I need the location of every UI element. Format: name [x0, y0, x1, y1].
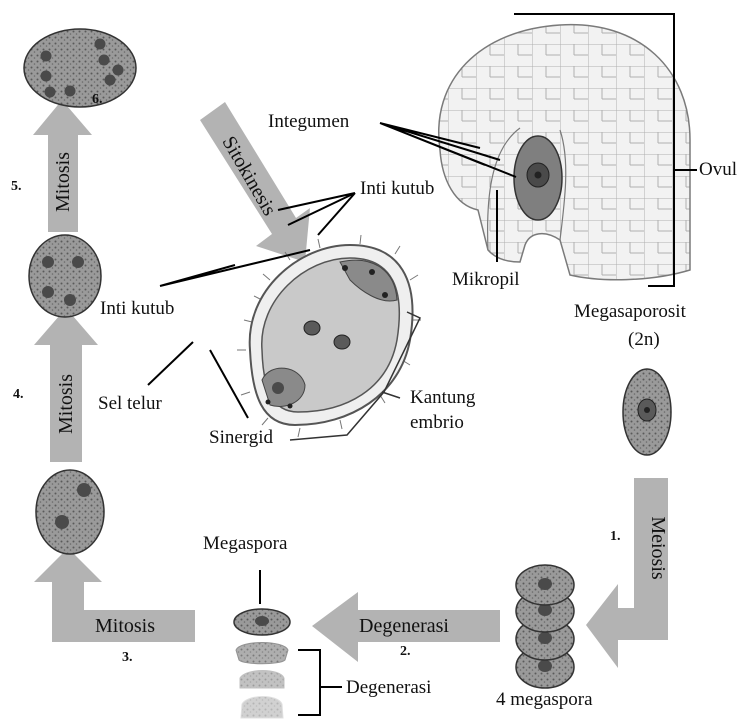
sinergid-line: [210, 350, 248, 418]
mikropil-label: Mikropil: [452, 270, 520, 289]
step-6: 6.: [92, 93, 103, 107]
megaspora-stack: [234, 609, 290, 718]
megaspora-label: Megaspora: [203, 534, 287, 553]
inti-kutub-left-label: Inti kutub: [100, 299, 174, 318]
ovul-label: Ovul: [699, 160, 737, 179]
integumen-label: Integumen: [268, 112, 349, 131]
megasporosit-label: Megasaporosit: [574, 302, 686, 321]
sel-telur-line: [148, 342, 193, 385]
megasporocyte-cell: [623, 369, 671, 455]
degenerasi-arrow-label: Degenerasi: [359, 616, 449, 636]
inti-kutub-top-label: Inti kutub: [360, 179, 434, 198]
four-megaspora-label: 4 megaspora: [496, 690, 593, 709]
four-megaspora-stack: [516, 565, 574, 688]
step-3: 3.: [122, 651, 133, 665]
cell-four-nuclei: [29, 235, 101, 317]
cell-eight-nuclei: [24, 29, 136, 107]
kantung-label-line2: embrio: [410, 413, 464, 432]
step-2: 2.: [400, 645, 411, 659]
degenerasi-bracket: [298, 650, 342, 715]
sinergid-label: Sinergid: [209, 428, 273, 447]
step-5: 5.: [11, 180, 22, 194]
mitosis-bottom-arrow-label: Mitosis: [95, 616, 155, 636]
step-1: 1.: [610, 530, 621, 544]
mitosis-left-lower-arrow-label: Mitosis: [56, 359, 76, 449]
step-4: 4.: [13, 388, 24, 402]
meiosis-arrow-label: Meiosis: [648, 503, 668, 593]
mitosis-left-upper-arrow-label: Mitosis: [53, 137, 73, 227]
kantung-label-line1: Kantung: [410, 388, 475, 407]
embryo-sac: [237, 235, 421, 437]
ploidy-label: (2n): [628, 330, 660, 349]
degenerasi-bracket-label: Degenerasi: [346, 678, 431, 697]
cell-two-nuclei: [36, 470, 104, 554]
sel-telur-label: Sel telur: [98, 394, 162, 413]
